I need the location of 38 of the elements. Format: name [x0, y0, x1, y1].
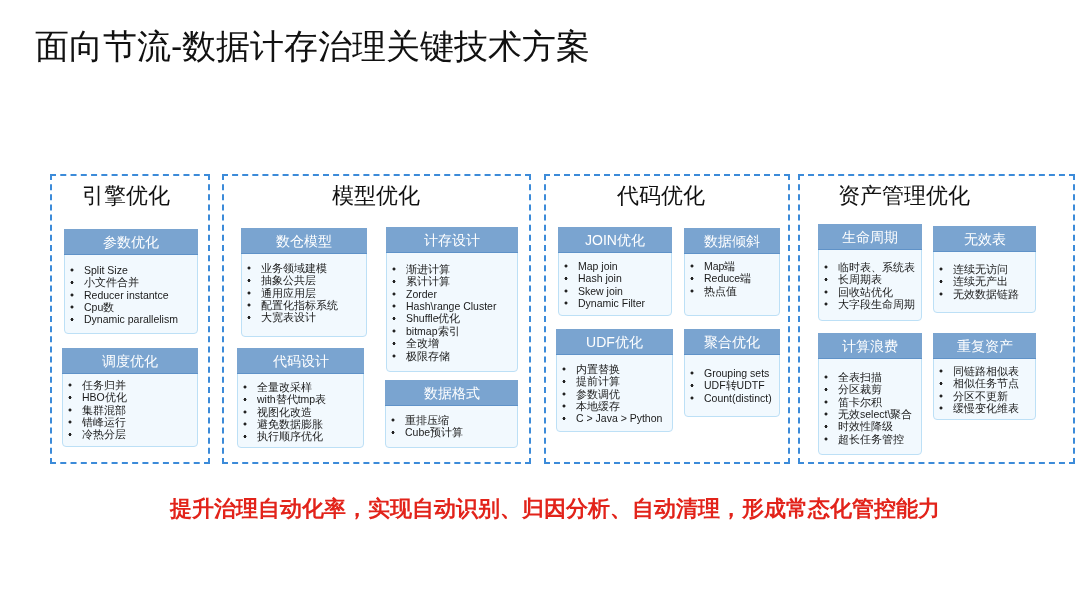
card-header: 调度优化: [62, 348, 198, 374]
card: [237, 348, 364, 448]
card-header: 数据倾斜: [684, 228, 780, 254]
card: [386, 227, 518, 372]
card: [241, 228, 367, 337]
dashed-panel: [50, 174, 210, 464]
card: [684, 329, 780, 417]
panel-title: 模型优化: [332, 183, 420, 209]
card: [933, 333, 1036, 420]
panel-title: 引擎优化: [82, 183, 170, 209]
dashed-panel: [798, 174, 1075, 464]
card: [556, 329, 673, 432]
slide-title: 面向节流-数据计存治理关键技术方案: [35, 26, 591, 67]
panel-title: 代码优化: [617, 183, 705, 209]
card-header: 生命周期: [818, 224, 922, 250]
card: [684, 228, 780, 316]
card-header: 计算浪费: [818, 333, 922, 359]
card-header: 数仓模型: [241, 228, 367, 254]
card: [933, 226, 1036, 313]
dashed-panel: [544, 174, 790, 464]
card-header: 数据格式: [385, 380, 518, 406]
card-header: UDF优化: [556, 329, 673, 355]
card-header: 重复资产: [933, 333, 1036, 359]
card: [818, 333, 922, 455]
card: [64, 229, 198, 334]
card-header: 聚合优化: [684, 329, 780, 355]
card: [385, 380, 518, 448]
card-header: JOIN优化: [558, 227, 672, 253]
card: [62, 348, 198, 447]
panel-title: 资产管理优化: [838, 183, 970, 209]
caption-text: 提升治理自动化率，实现自动识别、归因分析、自动清理，形成常态化管控能力: [170, 496, 940, 523]
dashed-panel: [222, 174, 531, 464]
card-header: 无效表: [933, 226, 1036, 252]
card: [818, 224, 922, 321]
card: [558, 227, 672, 316]
card-header: 代码设计: [237, 348, 364, 374]
card-header: 参数优化: [64, 229, 198, 255]
card-header: 计存设计: [386, 227, 518, 253]
